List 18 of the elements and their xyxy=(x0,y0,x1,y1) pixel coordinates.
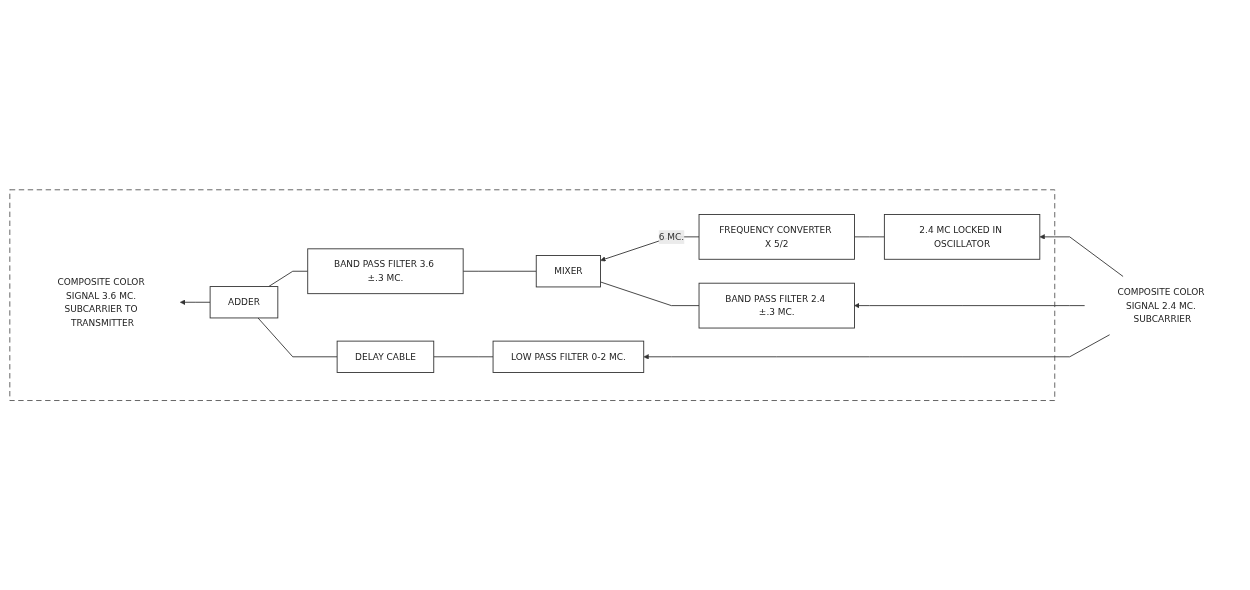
cluster xyxy=(9,189,1056,401)
connector xyxy=(433,356,494,358)
node-box: FREQUENCY CONVERTER X 5/2 xyxy=(698,213,855,260)
node-box: ADDER xyxy=(209,285,279,319)
node-box: LOW PASS FILTER 0-2 MC. xyxy=(492,340,645,373)
node-box: DELAY CABLE xyxy=(336,340,435,373)
edge-label: 6 MC. xyxy=(658,231,685,242)
node-box: MIXER xyxy=(535,254,602,288)
connector xyxy=(257,317,338,358)
connector xyxy=(462,270,537,272)
node-box: BAND PASS FILTER 2.4 ±.3 MC. xyxy=(698,282,855,329)
node-box: BAND PASS FILTER 3.6 ±.3 MC. xyxy=(307,248,464,294)
connector xyxy=(268,270,309,287)
connector xyxy=(600,281,700,306)
connector xyxy=(854,236,885,238)
node-box: 2.4 MC LOCKED IN OSCILLATOR xyxy=(883,213,1041,260)
node-text: COMPOSITE COLOR SIGNAL 3.6 MC. SUBCARRIER TO TRANSMITTER xyxy=(57,276,145,328)
node-text: COMPOSITE COLOR SIGNAL 2.4 MC. SUBCARRIER xyxy=(1117,286,1205,325)
